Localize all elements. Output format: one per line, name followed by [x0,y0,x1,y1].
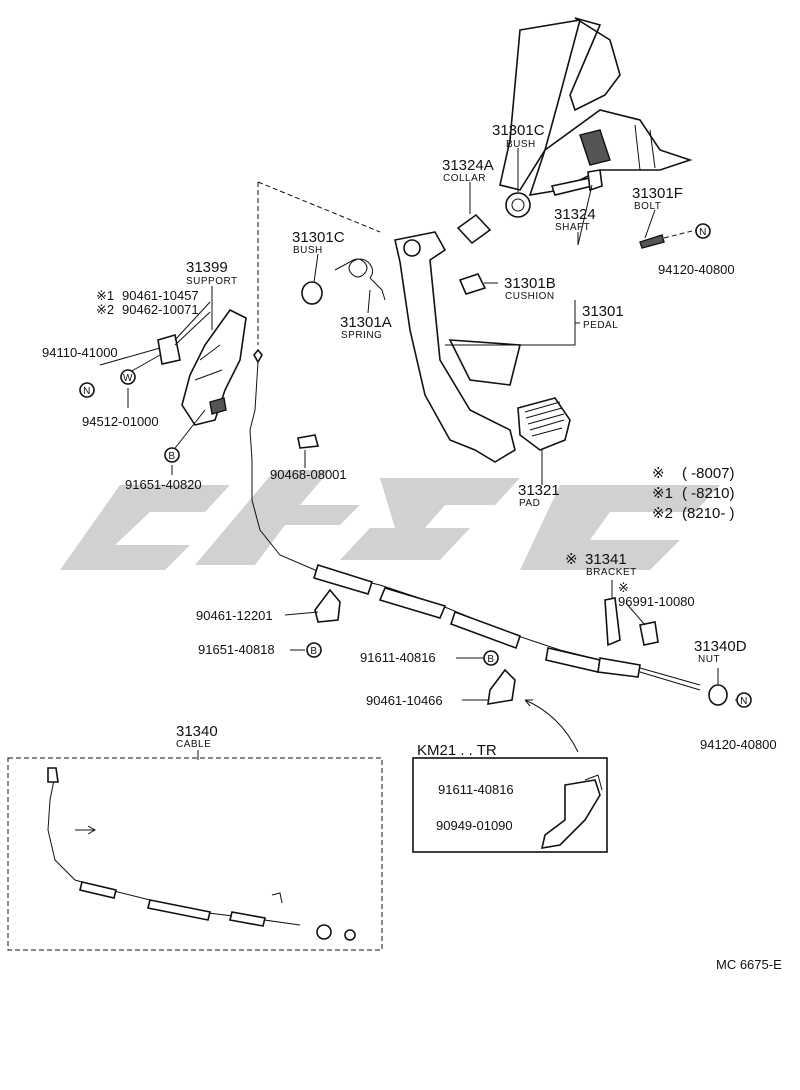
svg-text:N: N [740,696,748,707]
svg-text:W: W [123,373,133,384]
label-support-bolt: 91651-40820 [125,477,202,492]
label-clip-bracket-number: 96991-10080 [618,594,695,609]
svg-text:B: B [310,646,317,657]
circle-mark-n-support: N [79,382,95,398]
label-bolt-desc: BOLT [634,201,661,212]
footnote-mark-0: ※ [652,465,665,482]
circle-mark-b-support: B [164,447,180,463]
cable-clamp-a [314,588,341,623]
variant-inset-box: KM21 . . TR 91611-40816 90949-01090 [412,742,608,853]
circle-mark-b-clamp-a: B [306,642,322,658]
circle-mark-n-pedal: N [695,223,711,239]
label-cable-number: 31340 [176,723,218,740]
label-pad-desc: PAD [519,498,540,509]
label-shaft-desc: SHAFT [555,222,590,233]
label-washer: 94512-01000 [82,414,159,429]
label-bracket-mark: ※ [565,551,578,568]
circle-mark-b-clamp-b: B [483,650,499,666]
svg-text:N: N [83,386,91,397]
label-pedal-number: 31301 [582,303,624,320]
label-bolt-clamp-a: 91651-40818 [198,642,275,657]
label-support-bolt1-number: 90461-10457 [122,288,199,303]
label-cushion-number: 31301B [504,275,556,292]
label-support-bolt2-number: 90462-10071 [122,302,199,317]
label-spring-number: 31301A [340,314,392,331]
label-clip-small: 90468-08001 [270,467,347,482]
label-support-bolt2-mark: ※2 [96,302,114,317]
footnote-text-0: ( -8007) [682,465,735,482]
label-collar-number: 31324A [442,157,494,174]
footnote-mark-2: ※2 [652,505,673,522]
label-bush-top-desc: BUSH [506,139,536,150]
svg-text:B: B [487,654,494,665]
label-spring-desc: SPRING [341,330,382,341]
svg-text:N: N [699,227,707,238]
label-cable-desc: CABLE [176,739,211,750]
variant-title: KM21 . . TR [417,742,497,759]
collar [456,213,492,245]
pedal-support [181,308,247,426]
clip-small [297,434,320,449]
svg-text:B: B [168,451,175,462]
pedal-pad [517,397,571,451]
label-support-desc: SUPPORT [186,276,238,287]
drawing-code: MC 6675-E [716,957,782,972]
cable-nut [708,684,728,706]
label-support-number: 31399 [186,259,228,276]
variant-bracket-label: 90949-01090 [436,818,513,833]
label-bracket-number: 31341 [585,551,627,568]
label-bush-left-number: 31301C [292,229,345,246]
variant-bolt-label: 91611-40816 [438,782,514,797]
cable-bracket [604,597,659,647]
label-clip-bracket-mark: ※ [618,580,629,595]
inset-arrow [524,699,579,753]
label-pedal-desc: PEDAL [583,320,618,331]
label-cable-nut-number: 31340D [694,638,747,655]
cable-clamp-b [487,668,516,705]
pedal-bolt [639,229,697,249]
label-nut-cable-end: 94120-40800 [700,737,777,752]
support-bolt-small [157,333,181,365]
label-cable-nut-desc: NUT [698,654,720,665]
circle-mark-n-cable: N [736,692,752,708]
label-support-bolt1-mark: ※1 [96,288,114,303]
label-bush-left-desc: BUSH [293,245,323,256]
label-bolt-number: 31301F [632,185,683,202]
return-spring [334,258,386,301]
label-collar-desc: COLLAR [443,173,486,184]
watermark-logo [60,470,720,570]
cable-assembly-box: 31340 CABLE [7,723,383,951]
label-clamp-b: 90461-10466 [366,693,443,708]
cable-attach-guide [257,181,381,345]
brake-pedal-arm [394,231,522,463]
label-pad-number: 31321 [518,482,560,499]
label-clamp-a: 90461-12201 [196,608,273,623]
pedal-bracket-frame [499,17,693,197]
cushion [458,273,487,295]
bush-top [505,192,531,218]
label-nut-pedal: 94120-40800 [658,262,735,277]
label-nut-support: 94110-41000 [42,345,118,360]
footnote-text-2: (8210- ) [682,505,735,522]
label-bracket-desc: BRACKET [586,567,637,578]
label-shaft-number: 31324 [554,206,596,223]
footnote-text-1: ( -8210) [682,485,735,502]
label-bush-top-number: 31301C [492,122,545,139]
footnotes: ※ ( -8007) ※1 ( -8210) ※2 (8210- ) [652,465,735,522]
label-bolt-clamp-b: 91611-40816 [360,650,436,665]
shift-cable [249,348,701,691]
bush-left [301,281,323,305]
circle-mark-w: W [120,369,136,385]
footnote-mark-1: ※1 [652,485,673,502]
label-cushion-desc: CUSHION [505,291,555,302]
